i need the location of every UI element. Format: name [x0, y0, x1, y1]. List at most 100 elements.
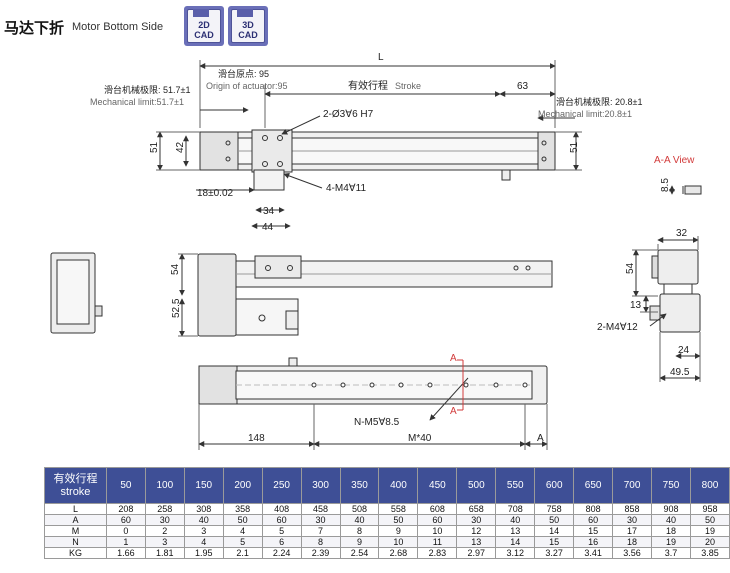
table-cell: 958	[689, 503, 730, 515]
dim-51-right-label: 51	[569, 141, 580, 153]
table-cell: 3.12	[495, 547, 536, 559]
table-cell: 30	[456, 514, 497, 526]
table-cell: 208	[105, 503, 146, 515]
stroke-header-value: 200	[222, 467, 263, 504]
mounting-hole	[311, 382, 317, 388]
table-cell: 2.68	[378, 547, 419, 559]
tap-note-label: 4-M4∀11	[326, 183, 366, 194]
stroke-header-value: 300	[300, 467, 341, 504]
table-cell: 3	[144, 536, 185, 548]
table-cell: 40	[495, 514, 536, 526]
table-cell: 7	[300, 525, 341, 537]
mounting-hole-row	[311, 382, 528, 388]
table-cell: 50	[534, 514, 575, 526]
table-cell: 3.27	[534, 547, 575, 559]
cad-2d-label-top: 2D	[198, 20, 210, 30]
dim-8-5-label: 8.5	[660, 178, 671, 192]
mounting-hole	[340, 382, 346, 388]
table-cell: 4	[183, 536, 224, 548]
front-view	[197, 253, 553, 337]
table-cell: 508	[339, 503, 380, 515]
table-cell: 1.95	[183, 547, 224, 559]
table-cell: 6	[261, 536, 302, 548]
table-cell: 30	[612, 514, 653, 526]
mounting-hole	[493, 382, 499, 388]
mounting-hole	[522, 382, 528, 388]
mounting-hole	[427, 382, 433, 388]
row-label-cell: M	[44, 525, 107, 537]
table-cell: 40	[183, 514, 224, 526]
table-cell: 5	[222, 536, 263, 548]
table-cell: 808	[573, 503, 614, 515]
stroke-header-value: 450	[417, 467, 458, 504]
stroke-en-label: Stroke	[395, 81, 421, 91]
stroke-header-value: 550	[495, 467, 536, 504]
table-cell: 558	[378, 503, 419, 515]
dim-L-label: L	[378, 52, 384, 63]
cad-3d-download-button[interactable]: 3D CAD	[228, 6, 268, 46]
cad-3d-label-top: 3D	[242, 20, 254, 30]
dim-a-label: A	[537, 433, 544, 444]
table-cell: 2.24	[261, 547, 302, 559]
table-cell: 1	[105, 536, 146, 548]
mounting-hole	[398, 382, 404, 388]
table-cell: 60	[417, 514, 458, 526]
stroke-header-value: 50	[105, 467, 146, 504]
dim-13-label: 13	[630, 300, 642, 311]
dim-32-label: 32	[676, 228, 688, 239]
table-cell: 0	[105, 525, 146, 537]
bottom-tap-note-label: N-M5∀8.5	[354, 417, 400, 428]
table-cell: 9	[339, 536, 380, 548]
row-label-cell: N	[44, 536, 107, 548]
hole-note-label: 2-Ø3∀6 H7	[323, 109, 374, 120]
dim-51-left-label: 51	[149, 141, 160, 153]
table-cell: 4	[222, 525, 263, 537]
table-cell: 708	[495, 503, 536, 515]
table-cell: 15	[534, 536, 575, 548]
table-cell: 2.39	[300, 547, 341, 559]
stroke-header-value: 800	[689, 467, 730, 504]
dim-49-5-label: 49.5	[670, 367, 690, 378]
table-cell: 60	[573, 514, 614, 526]
row-label-cell: KG	[44, 547, 107, 559]
table-cell: 2.97	[456, 547, 497, 559]
table-cell: 10	[417, 525, 458, 537]
dim-63-label: 63	[517, 81, 529, 92]
stroke-header-value: 250	[261, 467, 302, 504]
stroke-header-en: stroke	[60, 485, 91, 498]
table-cell: 8	[339, 525, 380, 537]
table-cell: 1.81	[144, 547, 185, 559]
table-cell: 10	[378, 536, 419, 548]
cad-2d-label-bottom: CAD	[194, 30, 214, 40]
table-cell: 30	[300, 514, 341, 526]
cad-2d-download-button[interactable]: 2D CAD	[184, 6, 224, 46]
table-cell: 14	[495, 536, 536, 548]
page-title-en: Motor Bottom Side	[72, 21, 164, 33]
table-cell: 19	[689, 525, 730, 537]
section-a-marker	[457, 359, 464, 411]
table-cell: 11	[417, 536, 458, 548]
stroke-header-value: 100	[144, 467, 185, 504]
table-cell: 12	[456, 525, 497, 537]
cad-3d-label-bottom: CAD	[238, 30, 258, 40]
stroke-header-value: 700	[612, 467, 653, 504]
dim-24-label: 24	[678, 345, 690, 356]
table-cell: 15	[573, 525, 614, 537]
table-cell: 60	[261, 514, 302, 526]
page-header: 马达下折 Motor Bottom Side	[4, 10, 163, 44]
a-a-section-view	[669, 185, 702, 195]
table-cell: 658	[456, 503, 497, 515]
table-cell: 13	[495, 525, 536, 537]
dim-54-label: 54	[170, 263, 181, 275]
table-cell: 40	[339, 514, 380, 526]
table-cell: 408	[261, 503, 302, 515]
table-cell: 2.83	[417, 547, 458, 559]
page-title-zh: 马达下折	[4, 19, 65, 37]
dim-54-side-label: 54	[625, 262, 636, 274]
dim-34-label: 34	[263, 206, 275, 217]
table-cell: 5	[261, 525, 302, 537]
